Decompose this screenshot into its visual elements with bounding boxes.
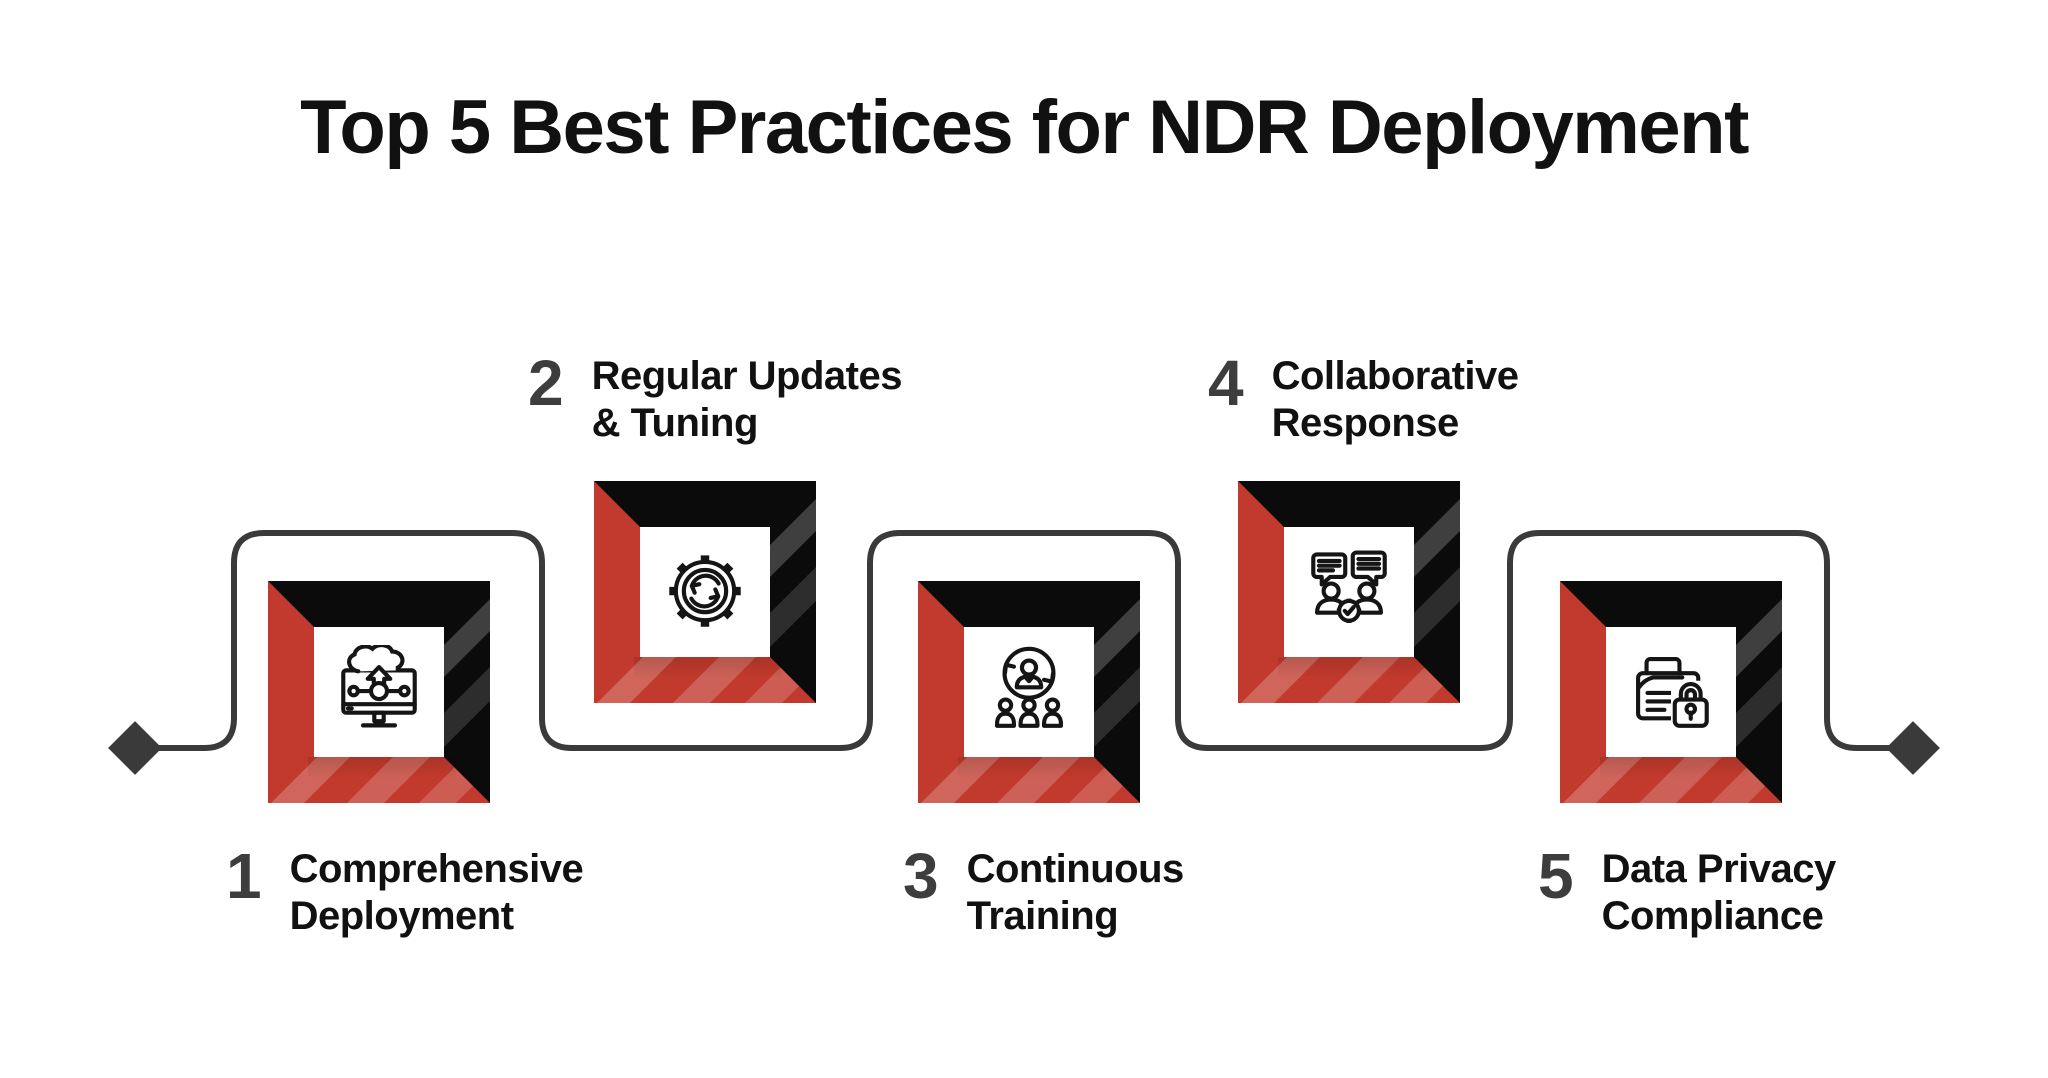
end-diamond [1886, 721, 1940, 775]
step-number: 3 [903, 840, 939, 912]
step-number: 5 [1538, 840, 1574, 912]
start-diamond [108, 721, 162, 775]
step-number: 4 [1208, 347, 1244, 419]
folder-lock-icon [1636, 657, 1713, 730]
gear-sync-icon [669, 555, 741, 627]
step-label-2: 2 Regular Updates& Tuning [528, 347, 903, 447]
step-box-5 [1560, 581, 1782, 803]
step-box-1 [268, 581, 490, 803]
step-box-3 [918, 581, 1140, 803]
page-title: Top 5 Best Practices for NDR Deployment [300, 85, 1749, 170]
step-number: 1 [226, 840, 262, 912]
step-box-2 [594, 481, 816, 703]
step-box-4 [1238, 481, 1460, 703]
step-number: 2 [528, 347, 564, 419]
cloud-deployment-icon [341, 645, 417, 728]
step-title: Regular Updates& Tuning [591, 354, 903, 445]
user-training-icon [994, 646, 1064, 728]
collaboration-icon [1311, 550, 1387, 624]
